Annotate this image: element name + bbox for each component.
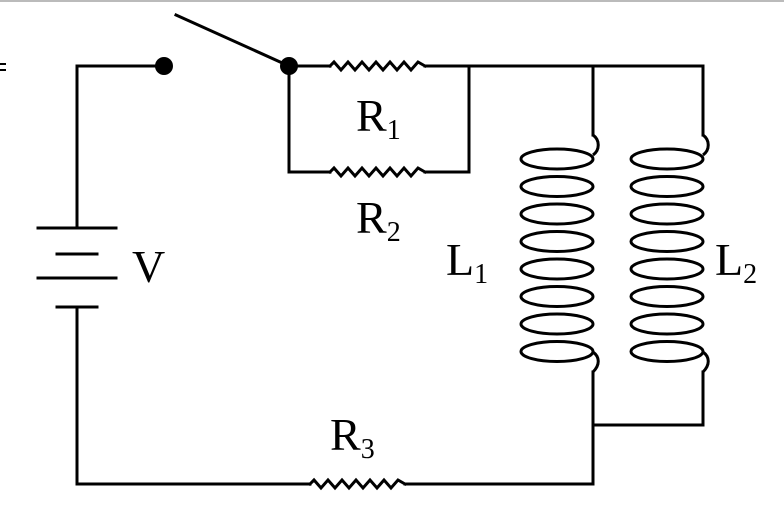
- inductor-l1-loop: [519, 230, 595, 253]
- inductor-l1-loop: [519, 175, 595, 198]
- label-l2-sub: 2: [743, 259, 757, 290]
- switch-arm: [174, 13, 291, 68]
- inductor-l1-loop: [519, 257, 595, 281]
- inductor-l1-loop: [519, 202, 595, 226]
- inductor-l1-loop: [519, 312, 595, 336]
- resistor-r1: [287, 59, 705, 73]
- inductor-l1-loop: [519, 147, 595, 171]
- label-r3: R3: [330, 409, 375, 465]
- label-r2-letter: R: [356, 192, 387, 243]
- label-r3-sub: 3: [361, 434, 375, 465]
- inductor-l2-loop: [629, 230, 705, 253]
- label-l2: L2: [715, 234, 757, 290]
- inductor-l1-loop: [519, 285, 595, 308]
- inductor-l2-loop: [629, 257, 705, 281]
- label-r1-sub: 1: [387, 115, 401, 146]
- inductor-l2-loop: [629, 285, 705, 308]
- inductor-l2-loop: [629, 147, 705, 171]
- label-l1-sub: 1: [474, 259, 488, 290]
- inductor-l2-loop: [629, 312, 705, 336]
- label-r2: R2: [356, 192, 401, 248]
- left-wire: [75, 64, 312, 486]
- inductor-l2-loop: [629, 202, 705, 226]
- battery: [36, 226, 118, 309]
- resistor-r3: [307, 423, 595, 491]
- inductor-l1-loop: [519, 340, 595, 363]
- resistor-r2: [287, 64, 471, 179]
- inductor-l2: [629, 64, 710, 427]
- inductor-l1: [519, 64, 600, 427]
- label-r2-sub: 2: [387, 217, 401, 248]
- switch: [155, 13, 298, 75]
- label-l1-letter: L: [446, 234, 474, 285]
- label-l2-letter: L: [715, 234, 743, 285]
- label-l1: L1: [446, 234, 488, 290]
- switch-terminal-left: [155, 57, 173, 75]
- label-r3-letter: R: [330, 409, 361, 460]
- inductor-l2-loop: [629, 175, 705, 198]
- inductor-l2-loop: [629, 340, 705, 363]
- label-r1: R1: [356, 90, 401, 146]
- label-v: V: [132, 241, 165, 292]
- label-r1-letter: R: [356, 90, 387, 141]
